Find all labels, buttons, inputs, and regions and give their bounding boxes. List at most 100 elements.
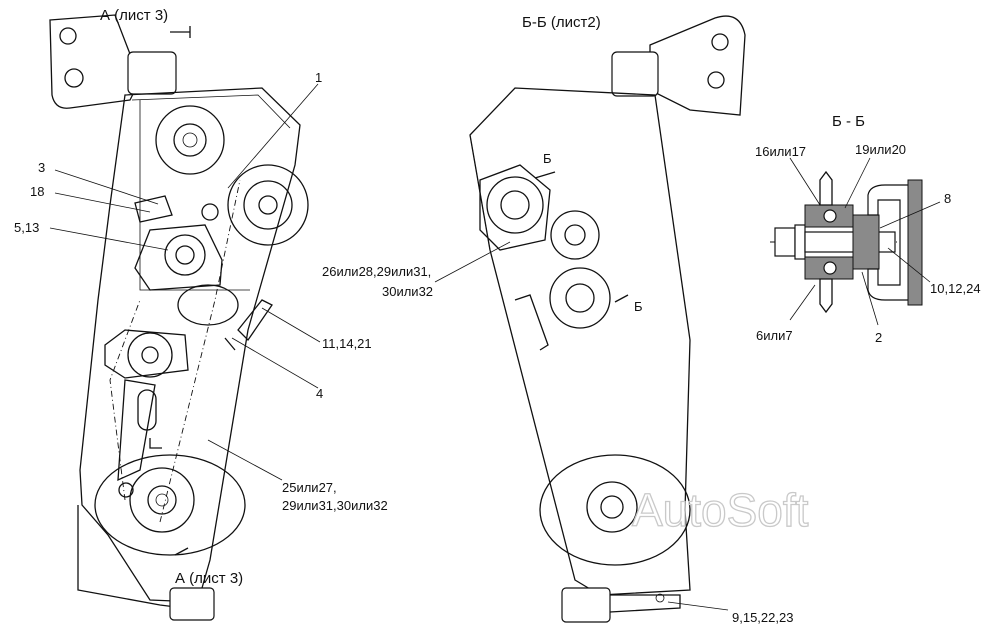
middle-header: Б-Б (лист2) bbox=[522, 14, 601, 31]
main-plate bbox=[469, 87, 691, 596]
mid-roller-hub bbox=[141, 346, 159, 364]
leader-10 bbox=[887, 247, 931, 283]
upper-roller bbox=[486, 176, 544, 234]
right-pulley-inner bbox=[243, 180, 293, 230]
callout-8: 8 bbox=[944, 191, 951, 206]
tension-lever bbox=[117, 379, 156, 482]
left-bottom-header: А (лист 3) bbox=[175, 570, 243, 587]
mid-bracket bbox=[104, 329, 189, 379]
bracket-hole bbox=[711, 33, 729, 51]
tensioner-hub bbox=[175, 245, 195, 265]
labels: А (лист 3) А (лист 3) Б-Б (лист2) Б - Б … bbox=[14, 7, 981, 625]
bottom-lug bbox=[169, 587, 215, 621]
callout-26-line1: 26или28,29или31, bbox=[322, 264, 431, 279]
right-pulley-hub bbox=[258, 195, 278, 215]
leader-18 bbox=[54, 192, 151, 213]
small-bracket bbox=[237, 299, 273, 342]
watermark: AutoSoft bbox=[632, 484, 809, 536]
top-bracket bbox=[649, 15, 746, 116]
bracket-foot bbox=[224, 337, 236, 351]
small-roller bbox=[201, 203, 219, 221]
lower-pulley-hub bbox=[147, 485, 177, 515]
leader-3 bbox=[54, 169, 159, 205]
section-mark bbox=[534, 171, 556, 179]
bracket-hole bbox=[59, 27, 77, 45]
callout-25-line2: 29или31,30или32 bbox=[282, 498, 388, 513]
callout-26-line2: 30или32 bbox=[382, 284, 433, 299]
shaft bbox=[804, 231, 896, 253]
leader-5-13 bbox=[49, 227, 169, 251]
inner-panel bbox=[139, 100, 250, 291]
leader-4 bbox=[231, 337, 319, 389]
top-lug bbox=[127, 51, 177, 95]
leader-1 bbox=[227, 83, 319, 189]
leader-11 bbox=[261, 307, 321, 343]
washer bbox=[794, 224, 806, 260]
flange-top bbox=[819, 170, 833, 206]
callout-16: 16или17 bbox=[755, 144, 806, 159]
section-arrow bbox=[170, 26, 191, 38]
lower-roller-hub bbox=[565, 283, 595, 313]
leader-8 bbox=[879, 201, 941, 229]
tensioner-wheel bbox=[164, 234, 206, 276]
upper-roller-hub bbox=[500, 190, 530, 220]
section-mark bbox=[174, 547, 189, 556]
spring-clip bbox=[134, 195, 173, 223]
section-mark bbox=[614, 294, 629, 303]
right-roller bbox=[550, 210, 600, 260]
bottom-lug bbox=[561, 587, 611, 623]
tensioner-plate bbox=[479, 164, 551, 251]
top-lug bbox=[611, 51, 659, 97]
cut-mark-top: Б bbox=[543, 151, 552, 166]
lower-pulley-bolt bbox=[155, 493, 169, 507]
callout-3: 3 bbox=[38, 160, 45, 175]
callout-25-line1: 25или27, bbox=[282, 480, 337, 495]
mount-bracket bbox=[867, 184, 911, 301]
mid-roller bbox=[127, 332, 173, 378]
lower-roller bbox=[549, 267, 611, 329]
guide-roller bbox=[177, 284, 239, 326]
section-title: Б - Б bbox=[832, 113, 865, 130]
right-pulley bbox=[227, 164, 309, 246]
lower-pulley-rim bbox=[94, 454, 246, 556]
leader-6 bbox=[789, 284, 816, 321]
leader-2 bbox=[861, 271, 879, 326]
mount-plate bbox=[907, 179, 923, 306]
callout-1: 1 bbox=[315, 70, 322, 85]
section-mark bbox=[149, 438, 162, 449]
section-view bbox=[770, 170, 923, 314]
right-roller-hub bbox=[564, 224, 586, 246]
callout-6: 6или7 bbox=[756, 328, 793, 343]
nut bbox=[774, 227, 796, 257]
bolt-head bbox=[655, 593, 665, 603]
leader-lines bbox=[49, 83, 941, 611]
callout-11-14-21: 11,14,21 bbox=[322, 336, 372, 351]
flange-bottom bbox=[819, 278, 833, 314]
spacer bbox=[852, 214, 880, 270]
bracket-hole bbox=[707, 71, 725, 89]
left-view bbox=[49, 14, 309, 621]
left-top-header: А (лист 3) bbox=[100, 7, 168, 24]
upper-pulley-hub bbox=[173, 123, 207, 157]
bracket-hole bbox=[64, 68, 84, 88]
leader-19 bbox=[844, 157, 871, 209]
middle-view bbox=[469, 15, 746, 623]
leader-25 bbox=[207, 439, 283, 481]
small-bracket bbox=[514, 294, 549, 351]
callout-19: 19или20 bbox=[855, 142, 906, 157]
bottom-foot bbox=[609, 594, 681, 613]
leader-26 bbox=[434, 241, 511, 283]
leader-16 bbox=[789, 157, 821, 206]
lower-pulley-rim bbox=[539, 454, 691, 566]
tensioner-block bbox=[134, 224, 223, 291]
callout-5-13: 5,13 bbox=[14, 220, 39, 235]
lower-pulley-hub bbox=[600, 495, 624, 519]
lower-pulley bbox=[129, 467, 195, 533]
upper-pulley-bolt bbox=[182, 132, 198, 148]
callout-18: 18 bbox=[30, 184, 44, 199]
lower-pulley bbox=[586, 481, 638, 533]
callout-10-12-24: 10,12,24 bbox=[930, 281, 981, 296]
plate-edge bbox=[131, 94, 291, 129]
cut-mark-bottom: Б bbox=[634, 299, 643, 314]
